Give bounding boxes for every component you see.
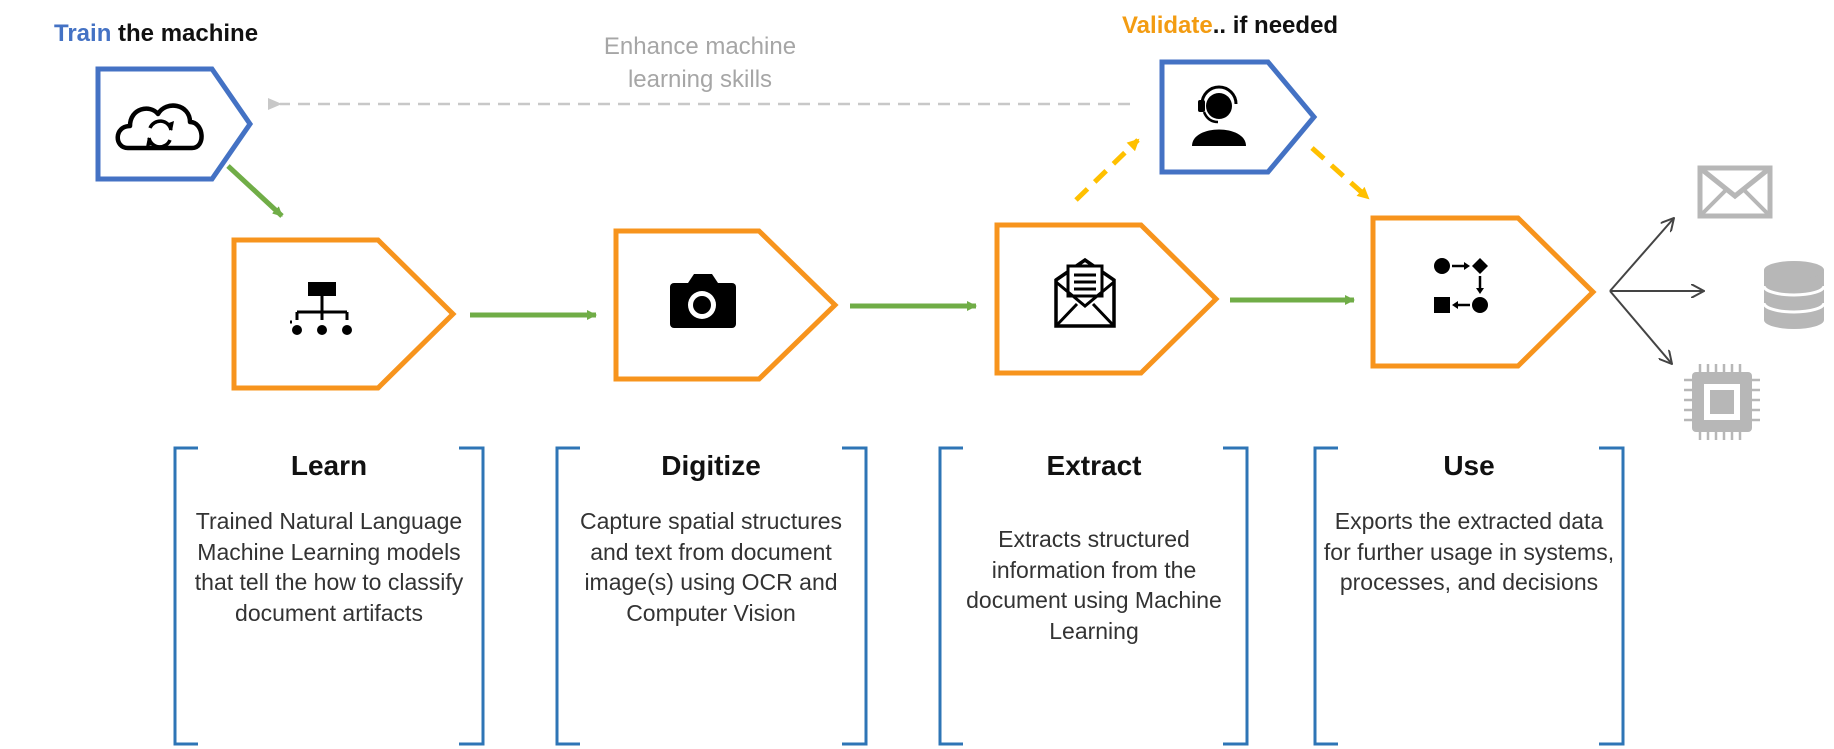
stage-box-learn <box>231 237 457 391</box>
cloud-sync-icon <box>115 103 204 151</box>
feedback-note: Enhance machine learning skills <box>603 33 797 93</box>
stage-box-extract <box>994 222 1220 376</box>
validate-header: Validate.. if needed <box>1122 12 1338 40</box>
validate-box <box>1159 59 1318 175</box>
stage-title: Learn <box>290 450 368 481</box>
stage-description: Extracts structured information from the… <box>966 526 1222 644</box>
bracket-learn <box>173 446 485 746</box>
stage-box-digitize <box>613 228 839 382</box>
flow-arrow-train-learn <box>226 164 284 218</box>
camera-icon <box>670 274 736 328</box>
stage-use: Use Exports the extracted data for furth… <box>1319 450 1619 598</box>
validate-rest: .. if needed <box>1212 12 1339 39</box>
database-icon <box>1762 261 1826 329</box>
stage-box-use <box>1370 215 1597 369</box>
hierarchy-icon <box>290 282 352 335</box>
mail-icon <box>1697 165 1773 219</box>
support-agent-icon <box>1192 85 1246 146</box>
bracket-use <box>1313 446 1625 746</box>
open-envelope-icon <box>1054 257 1116 328</box>
stage-description: Trained Natural Language Machine Learnin… <box>194 508 464 626</box>
train-highlight: Train <box>54 20 112 47</box>
stage-digitize: Digitize Capture spatial structures and … <box>561 450 861 628</box>
stage-title: Extract <box>1046 450 1142 481</box>
stage-description: Capture spatial structures and text from… <box>579 508 843 626</box>
validate-arrow-down <box>1310 146 1370 200</box>
output-arrows <box>1609 218 1704 364</box>
bracket-extract <box>938 446 1249 746</box>
bracket-digitize <box>555 446 868 746</box>
workflow-icon <box>1434 258 1488 313</box>
validate-highlight: Validate <box>1122 12 1213 39</box>
train-rest: the machine <box>111 20 259 47</box>
validate-arrow-up <box>1074 138 1140 202</box>
chip-icon <box>1684 364 1760 440</box>
stage-learn: Learn Trained Natural Language Machine L… <box>179 450 479 628</box>
stage-extract: Extract Extracts structured information … <box>944 450 1244 646</box>
train-header: Train the machine <box>54 20 258 48</box>
stage-title: Digitize <box>661 450 761 481</box>
stage-title: Use <box>1443 450 1495 481</box>
stage-description: Exports the extracted data for further u… <box>1323 508 1615 595</box>
train-box <box>95 66 254 182</box>
